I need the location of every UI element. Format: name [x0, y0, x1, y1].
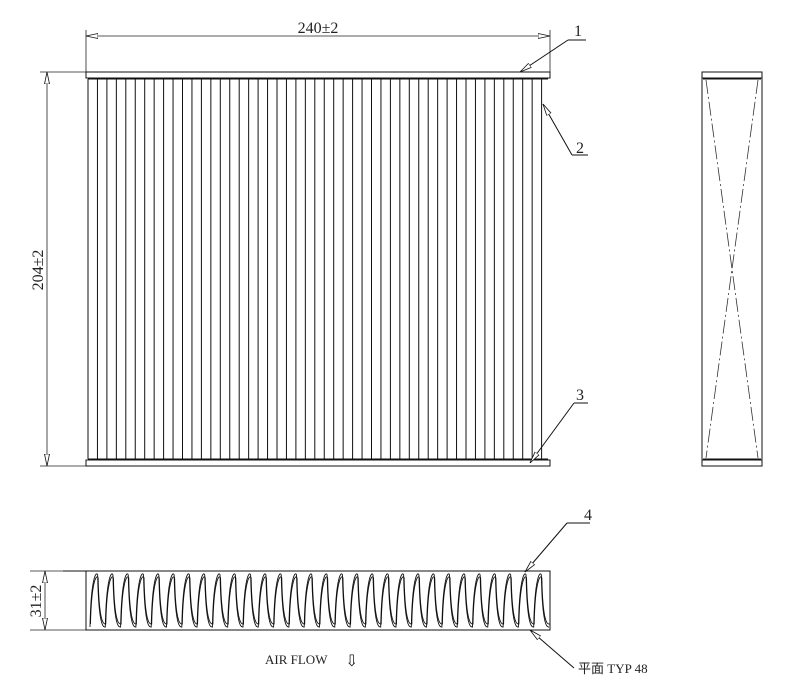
side-top-bar [701, 71, 763, 79]
side-outline [701, 71, 763, 467]
air-flow-label: AIR FLOW [265, 652, 328, 667]
height-dimension-text: 204±2 [30, 250, 47, 291]
side-diagonal-2 [705, 79, 759, 459]
depth-dimension-text: 31±2 [28, 585, 45, 618]
callout-4-label: 4 [584, 507, 592, 524]
section-outline [85, 570, 551, 631]
callout-1-label: 1 [574, 23, 582, 40]
callout-1-leader [520, 39, 569, 73]
top-frame-bar [85, 71, 551, 79]
side-diagonal-1 [705, 79, 759, 459]
pleat-zigzag-inner [90, 576, 550, 625]
section-view: 31±2 4 平面 TYP 48 AIR FLOW ⇩ [28, 507, 648, 676]
callout-3-label: 3 [576, 387, 584, 404]
front-view: 240±2 204±2 1 2 3 [30, 20, 588, 467]
callout-2-leader [542, 104, 573, 156]
callout-2-label: 2 [576, 140, 584, 157]
pleat-note-leader [529, 629, 575, 669]
pleat-zigzag-outer [89, 573, 550, 628]
side-bottom-bar [701, 459, 763, 467]
air-flow-arrow-icon: ⇩ [345, 653, 358, 670]
bottom-frame-bar [85, 459, 551, 467]
callout-3-leader [529, 402, 575, 463]
width-dimension-text: 240±2 [298, 20, 339, 37]
section-pleat-zigzag [89, 573, 550, 628]
front-pleat-lines [87, 79, 543, 459]
side-view [701, 71, 763, 467]
callout-4-leader [524, 522, 568, 573]
pleat-note-text: 平面 TYP 48 [578, 661, 648, 676]
